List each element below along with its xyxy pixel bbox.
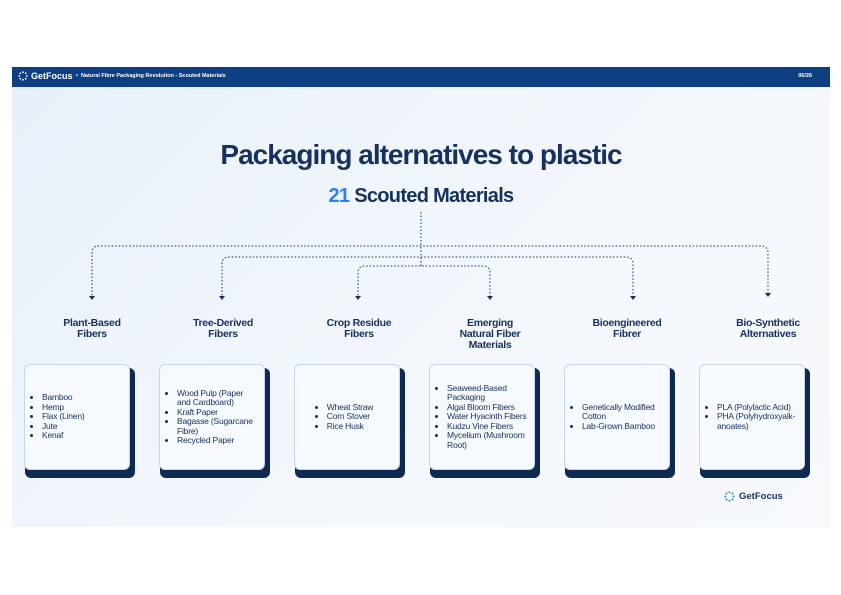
category-title-line: Emerging — [466, 317, 514, 329]
category-title-line: Bio-Synthetic — [736, 317, 800, 329]
category-title-line: Alternatives — [739, 328, 797, 340]
category-title-line: Crop Residue — [326, 317, 392, 329]
subtitle-label: Scouted Materials — [354, 185, 514, 207]
material-item: Seaweed-Based Packaging — [447, 383, 528, 403]
breadcrumb-bullet: • — [76, 73, 78, 79]
category-title-line: Fibrer — [613, 328, 641, 340]
material-item: PHA (Polyhydroxyalk-anoates) — [717, 412, 798, 431]
connector-outer — [91, 245, 769, 299]
arrow-bioengineered — [630, 296, 636, 300]
category-title-line: Natural Fiber — [459, 328, 521, 340]
material-item: PLA (Polylactic Acid) — [717, 402, 798, 413]
arrow-emerging — [487, 296, 493, 300]
material-item: Kenaf — [42, 431, 123, 441]
arrow-tree-derived — [219, 296, 225, 300]
material-item: Genetically Modified Cotton — [582, 402, 663, 422]
arrow-plant-based — [89, 296, 95, 300]
material-list: Wood Pulp (Paper and Cardboard)Kraft Pap… — [160, 388, 264, 446]
category-title-line: Materials — [468, 339, 512, 351]
page-number: 06/26 — [798, 73, 812, 79]
material-item: Hemp — [42, 402, 123, 413]
category-title-line: Tree-Derived — [192, 317, 253, 329]
material-item: Bagasse (Sugarcane Fibre) — [177, 416, 258, 436]
material-item: Rice Husk — [327, 421, 373, 432]
material-item: Algal Bloom Fibers — [447, 402, 528, 413]
card-bio-synthetic: PLA (Polylactic Acid)PHA (Polyhydroxyalk… — [699, 364, 805, 470]
getfocus-logo-icon — [724, 491, 735, 502]
header-brand: GetFocus — [18, 71, 73, 81]
material-item: Recycled Paper — [177, 435, 258, 446]
header-bar: GetFocus • Natural Fibre Packaging Revol… — [12, 67, 830, 87]
category-title-line: Fibers — [77, 328, 107, 340]
arrow-bio-synthetic — [765, 293, 771, 297]
card-crop-residue: Wheat StrawCorn StoverRice Husk — [294, 364, 400, 470]
category-title-line: Bioengineered — [592, 317, 662, 329]
category-title-line: Fibers — [344, 328, 374, 340]
card-bioengineered: Genetically Modified CottonLab-Grown Bam… — [564, 364, 670, 470]
getfocus-logo-icon — [18, 71, 28, 81]
material-item: Flax (Linen) — [42, 412, 123, 422]
material-list: Wheat StrawCorn StoverRice Husk — [315, 402, 379, 432]
footer-brand: GetFocus — [724, 491, 783, 502]
footer-brand-name: GetFocus — [739, 491, 783, 502]
connector-inner — [357, 265, 491, 299]
category-title-line: Fibers — [208, 328, 238, 340]
page-title: Packaging alternatives to plastic — [220, 139, 622, 170]
material-item: Corn Stover — [327, 412, 373, 422]
page-subtitle: 21 Scouted Materials — [12, 185, 830, 208]
breadcrumb-text: Natural Fibre Packaging Revolution - Sco… — [80, 73, 226, 79]
card-emerging: Seaweed-Based PackagingAlgal Bloom Fiber… — [429, 364, 535, 470]
breadcrumb: • Natural Fibre Packaging Revolution - S… — [76, 73, 226, 79]
material-item: Lab-Grown Bamboo — [582, 421, 663, 432]
arrow-crop-residue — [355, 296, 361, 300]
material-list: Genetically Modified CottonLab-Grown Bam… — [565, 402, 669, 432]
material-list: Seaweed-Based PackagingAlgal Bloom Fiber… — [430, 383, 534, 451]
material-item: Wheat Straw — [327, 402, 374, 413]
slide: GetFocus • Natural Fibre Packaging Revol… — [12, 67, 830, 527]
card-tree-derived: Wood Pulp (Paper and Cardboard)Kraft Pap… — [159, 364, 265, 470]
material-list: BambooHempFlax (Linen)JuteKenaf — [25, 393, 129, 441]
material-item: Kudzu Vine Fibers — [447, 421, 528, 432]
material-item: Water Hyacinth Fibers — [447, 412, 528, 422]
material-item: Jute — [42, 421, 123, 432]
connector-middle — [221, 256, 634, 299]
material-count: 21 — [328, 185, 351, 207]
material-item: Kraft Paper — [177, 407, 258, 418]
material-item: Mycelium (Mushroom Root) — [447, 431, 528, 450]
tree-connectors — [89, 212, 771, 300]
card-plant-based: BambooHempFlax (Linen)JuteKenaf — [24, 364, 130, 470]
header-brand-name: GetFocus — [31, 71, 73, 81]
category-title-line: Plant-Based — [63, 317, 121, 329]
material-item: Bamboo — [42, 393, 123, 403]
material-item: Wood Pulp (Paper and Cardboard) — [177, 388, 258, 408]
material-list: PLA (Polylactic Acid)PHA (Polyhydroxyalk… — [700, 402, 804, 432]
